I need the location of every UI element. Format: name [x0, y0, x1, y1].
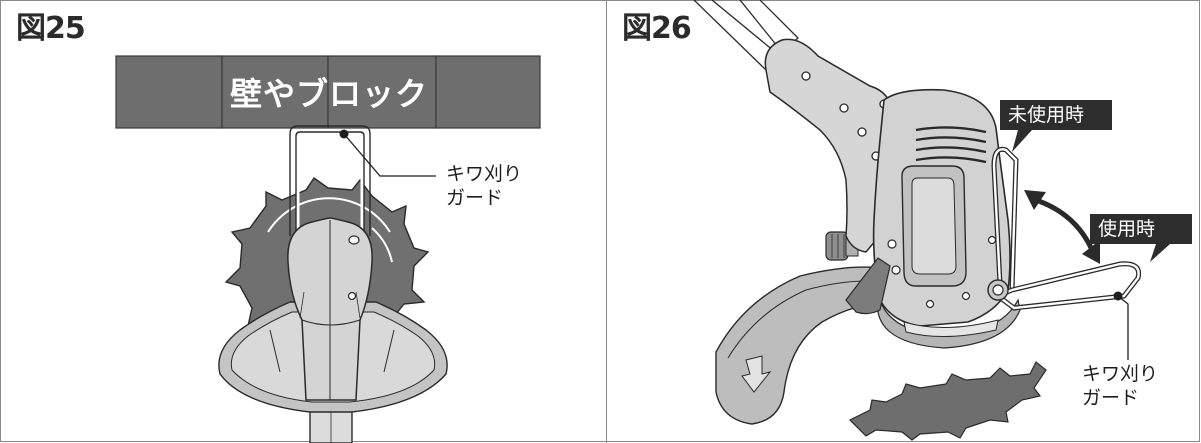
- front-fin-26: [845, 257, 891, 315]
- callout-leader-25: [339, 129, 436, 177]
- knob-26: [825, 231, 859, 261]
- figure-26-drawing: [693, 0, 1170, 441]
- rotation-arrow-26: [1024, 190, 1100, 264]
- blade-26: [848, 361, 1047, 441]
- wall-label: 壁やブロック: [229, 75, 428, 113]
- edge-guard-callout-26: キワ刈り ガード: [1082, 362, 1158, 410]
- figure-25-drawing: [115, 55, 541, 443]
- tag-tails-26: [1012, 130, 1170, 262]
- pivot-26: [987, 279, 1009, 301]
- unused-state-tag: 未使用時: [1000, 100, 1112, 130]
- wall-blocks: [115, 55, 541, 129]
- motor-housing-26: [872, 88, 1011, 327]
- panel-divider: [606, 0, 607, 443]
- edge-guard-callout-26-line1: キワ刈り: [1082, 363, 1159, 385]
- edge-guard-unused-26: [991, 146, 1019, 291]
- edge-guard-callout-26-line2: ガード: [1082, 387, 1140, 409]
- edge-guard-callout-25-line2: ガード: [446, 187, 504, 209]
- callout-leader-26: [1113, 291, 1129, 360]
- motor-head-25: [287, 217, 373, 401]
- edge-guard-25: [289, 125, 371, 236]
- edge-guard-callout-25-line1: キワ刈り: [446, 163, 523, 185]
- upper-housing-26: [764, 38, 893, 253]
- figure-26-label: 図26: [622, 11, 692, 46]
- used-state-tag: 使用時: [1090, 214, 1192, 244]
- edge-guard-used-26: [993, 261, 1142, 311]
- figure-25-label: 図25: [16, 11, 86, 46]
- spool-26: [877, 298, 1021, 349]
- edge-guard-callout-25: キワ刈り ガード: [446, 162, 522, 210]
